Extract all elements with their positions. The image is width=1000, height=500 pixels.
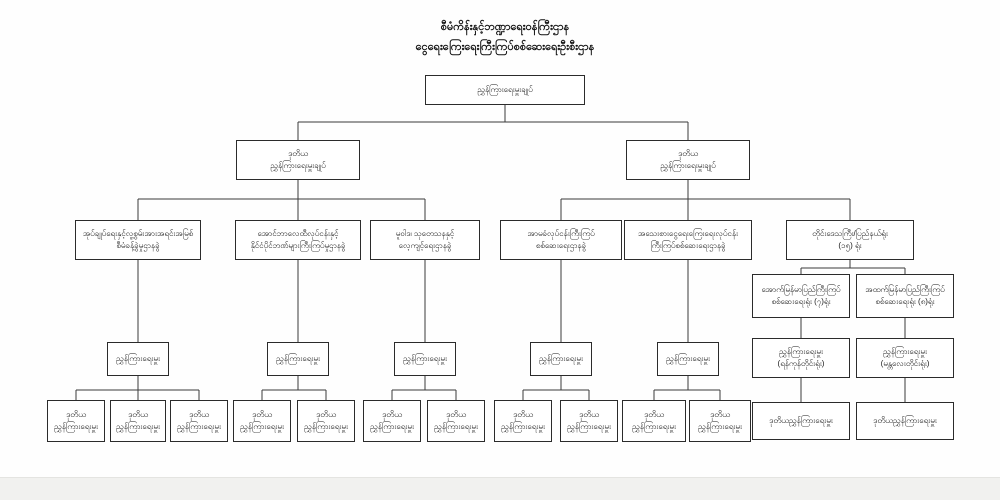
node-label: ညွှန်ကြားရေးမှူး [116,353,160,363]
org-node-lower-myanmar-offices: အောက်မြန်မာပြည်ကြီးကြပ် စစ်ဆေးရေးရုံး (၇… [752,274,850,318]
node-label: ညွှန်ကြားရေးမှူး [567,422,611,431]
org-node-division-admin-hr: အုပ်ချုပ်ရေးနှင့်လူ့စွမ်းအားအရင်းအမြစ် စ… [75,220,201,260]
node-label: (ရန်ကုန်တိုင်းရုံး) [777,359,825,368]
node-label: ညွှန်ကြားရေးမှူး [632,422,676,431]
org-node-deputy-director-yangon: ဒုတိယညွှန်ကြားရေးမှူး [752,402,850,440]
org-node-division-insurance-supervision: အာမခံလုပ်ငန်းကြီးကြပ် စစ်ဆေးရေးဌာနခွဲ [500,220,622,260]
node-label: နိုင်ငံပိုင်ဘဏ်များကြီးကြပ်မှုဌာနခွဲ [250,241,346,250]
org-node-deputy-director-4b: ဒုတိယ ညွှန်ကြားရေးမှူး [560,400,618,442]
node-label: ဒုတိယ [678,148,698,158]
node-label: ကြီးကြပ်စစ်ဆေးရေးဌာနခွဲ [650,241,726,250]
org-node-deputy-director-2b: ဒုတိယ ညွှန်ကြားရေးမှူး [297,400,355,442]
node-label: စစ်ဆေးရေးရုံး (၇)ရုံး [771,297,831,306]
org-node-deputy-director-1b: ဒုတိယ ညွှန်ကြားရေးမှူး [110,400,166,442]
node-label: ဒုတိယ [513,409,533,419]
node-label: စစ်ဆေးရေးဌာနခွဲ [535,241,587,250]
node-label: စစ်ဆေးရေးရုံး (၈)ရုံး [875,297,935,306]
node-label: ညွှန်ကြားရေးမှူး [403,353,447,363]
node-label: (၁၅) ရုံး [838,241,862,250]
org-node-deputy-director-3b: ဒုတိယ ညွှန်ကြားရေးမှူး [427,400,485,442]
node-label: ညွှန်ကြားရေးမှူး [116,422,160,431]
org-node-director-5: ညွှန်ကြားရေးမှူး [657,342,719,376]
node-label: လေ့ကျင့်ရေးဌာနခွဲ [398,241,452,250]
node-label: ညွှန်ကြားရေးမှူး [304,422,348,431]
org-node-deputy-director-1c: ဒုတိယ ညွှန်ကြားရေးမှူး [170,400,228,442]
node-label: ညွှန်ကြားရေးမှူးချုပ် [477,84,533,94]
org-node-upper-myanmar-offices: အထက်မြန်မာပြည်ကြီးကြပ် စစ်ဆေးရေးရုံး (၈)… [856,274,954,318]
node-label: အောင်ဘာလေထီလုပ်ငန်းနှင့် [257,228,339,238]
org-node-region-state-offices: တိုင်းဒေသကြီး/ပြည်နယ်ရုံး (၁၅) ရုံး [786,220,914,260]
org-node-division-policy-research-training: မူဝါဒ၊ သုတေသနနှင့် လေ့ကျင့်ရေးဌာနခွဲ [370,220,480,260]
node-label: ညွှန်ကြားရေးမှူး [883,346,927,356]
org-node-director-general: ညွှန်ကြားရေးမှူးချုပ် [425,75,585,105]
node-label: ဒုတိယ [252,409,272,419]
node-label: ဒုတိယ [579,409,599,419]
chart-title-line2: ငွေရေးကြေးရေးကြီးကြပ်စစ်ဆေးရေးဦးစီးဌာန [415,40,595,53]
node-label: ဒုတိယညွှန်ကြားရေးမှူး [769,415,833,425]
node-label: ညွှန်ကြားရေးမှူးချုပ် [270,161,326,170]
node-label: ညွှန်ကြားရေးမှူး [240,422,284,431]
node-label: ညွှန်ကြားရေးမှူး [698,422,742,431]
org-node-director-3: ညွှန်ကြားရေးမှူး [394,342,456,376]
node-label: ဒုတိယ [288,148,308,158]
node-label: ညွှန်ကြားရေးမှူး [177,422,221,431]
node-label: အာမခံလုပ်ငန်းကြီးကြပ် [527,228,595,238]
org-node-deputy-dg-right: ဒုတိယ ညွှန်ကြားရေးမှူးချုပ် [626,140,750,180]
org-node-division-microfinance-supervision: အသေးစားငွေရေးကြေးရေးလုပ်ငန်း ကြီးကြပ်စစ်… [624,220,752,260]
chart-title: စီမံကိန်းနှင့်ဘဏ္ဍာရေးဝန်ကြီးဌာန ငွေရေးက… [250,18,760,58]
node-label: ညွှန်ကြားရေးမှူး [779,346,823,356]
org-node-director-2: ညွှန်ကြားရေးမှူး [267,342,329,376]
org-node-deputy-dg-left: ဒုတိယ ညွှန်ကြားရေးမှူးချုပ် [236,140,360,180]
org-node-director-4: ညွှန်ကြားရေးမှူး [530,342,592,376]
node-label: ညွှန်ကြားရေးမှူး [54,422,98,431]
node-label: ဒုတိယ [382,409,402,419]
node-label: ညွှန်ကြားရေးမှူးချုပ် [660,161,716,170]
org-node-deputy-director-1a: ဒုတိယ ညွှန်ကြားရေးမှူး [47,400,105,442]
node-label: ညွှန်ကြားရေးမှူး [501,422,545,431]
node-label: အထက်မြန်မာပြည်ကြီးကြပ် [865,284,945,294]
node-label: အသေးစားငွေရေးကြေးရေးလုပ်ငန်း [637,228,739,238]
org-node-deputy-director-3a: ဒုတိယ ညွှန်ကြားရေးမှူး [363,400,421,442]
node-label: ညွှန်ကြားရေးမှူး [666,353,710,363]
node-label: ဒုတိယ [128,409,148,419]
node-label: စီမံခန့်ခွဲမှုဌာနခွဲ [116,241,160,250]
org-node-division-lottery-state-banks: အောင်ဘာလေထီလုပ်ငန်းနှင့် နိုင်ငံပိုင်ဘဏ်… [235,220,361,260]
org-node-director-1: ညွှန်ကြားရေးမှူး [107,342,169,376]
org-node-deputy-director-5a: ဒုတိယ ညွှန်ကြားရေးမှူး [622,400,686,442]
node-label: အုပ်ချုပ်ရေးနှင့်လူ့စွမ်းအားအရင်းအမြစ် [82,228,194,238]
node-label: ညွှန်ကြားရေးမှူး [370,422,414,431]
org-node-deputy-director-mandalay: ဒုတိယညွှန်ကြားရေးမှူး [856,402,954,440]
node-label: ဒုတိယ [66,409,86,419]
node-label: ဒုတိယ [644,409,664,419]
node-label: မူဝါဒ၊ သုတေသနနှင့် [395,228,455,238]
org-node-director-mandalay-office: ညွှန်ကြားရေးမှူး (မန္တလေးတိုင်းရုံး) [856,338,954,378]
org-node-deputy-director-4a: ဒုတိယ ညွှန်ကြားရေးမှူး [494,400,552,442]
node-label: ဒုတိယ [446,409,466,419]
node-label: ဒုတိယ [189,409,209,419]
org-node-director-yangon-office: ညွှန်ကြားရေးမှူး (ရန်ကုန်တိုင်းရုံး) [752,338,850,378]
node-label: တိုင်းဒေသကြီး/ပြည်နယ်ရုံး [812,228,888,238]
node-label: ညွှန်ကြားရေးမှူး [539,353,583,363]
node-label: ညွှန်ကြားရေးမှူး [276,353,320,363]
node-label: (မန္တလေးတိုင်းရုံး) [880,359,930,368]
node-label: အောက်မြန်မာပြည်ကြီးကြပ် [761,284,841,294]
chart-title-line1: စီမံကိန်းနှင့်ဘဏ္ဍာရေးဝန်ကြီးဌာန [440,21,570,33]
node-label: ညွှန်ကြားရေးမှူး [434,422,478,431]
node-label: ဒုတိယ [710,409,730,419]
page-bottom-edge [0,477,1000,500]
node-label: ဒုတိယညွှန်ကြားရေးမှူး [873,415,937,425]
org-node-deputy-director-5b: ဒုတိယ ညွှန်ကြားရေးမှူး [689,400,751,442]
org-node-deputy-director-2a: ဒုတိယ ညွှန်ကြားရေးမှူး [233,400,291,442]
node-label: ဒုတိယ [316,409,336,419]
